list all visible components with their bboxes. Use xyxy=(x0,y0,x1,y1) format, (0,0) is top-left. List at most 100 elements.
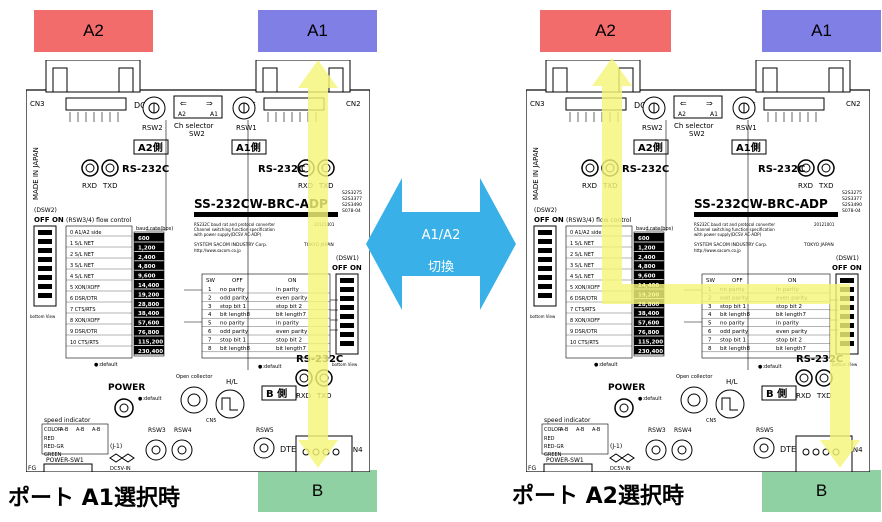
ds-header-off: OFF xyxy=(232,278,243,284)
j1-label: (J-1) xyxy=(110,443,122,450)
rsw4-rotary xyxy=(171,439,193,461)
svg-text:A2: A2 xyxy=(678,111,686,118)
si-header: A-B xyxy=(76,427,85,433)
date-code: 20121001 xyxy=(814,222,835,227)
b-side-label: B 側 xyxy=(266,387,287,400)
ds-row-on: in parity xyxy=(776,287,800,293)
flow-row: 0 A1/A2 side xyxy=(570,230,602,236)
si-header: A-B xyxy=(560,427,569,433)
baud-rate-value: 2,400 xyxy=(138,255,156,261)
svg-text:S2S3490: S2S3490 xyxy=(842,202,862,208)
flow-row: 4 S/L NET xyxy=(70,274,95,280)
ch-selector-name: SW2 xyxy=(689,130,705,138)
svg-text:⇐: ⇐ xyxy=(680,99,687,108)
txd-label-a2: TXD xyxy=(602,182,617,190)
si-header: COLOR xyxy=(44,427,62,433)
rsw4-label: RSW4 xyxy=(674,427,692,434)
flow-row: 10 CTS/RTS xyxy=(570,340,599,346)
baud-rate-value: 2,400 xyxy=(638,255,656,261)
cn3-label: CN3 xyxy=(30,100,45,108)
hl-label: H/L xyxy=(226,378,238,386)
ds-row-sw: 3 xyxy=(208,304,212,310)
power-led xyxy=(114,398,134,418)
rsw5-label: RSW5 xyxy=(756,427,774,434)
txd-label-a1: TXD xyxy=(318,182,333,190)
ds-row-sw: 1 xyxy=(208,287,212,293)
company-url: http://www.sacom.co.jp xyxy=(194,248,241,253)
default-mark-2: ●:default xyxy=(258,364,282,370)
ds-row-on: stop bit 2 xyxy=(276,304,302,310)
si-header: A-B xyxy=(576,427,585,433)
ds-row-sw: 7 xyxy=(708,337,712,343)
ds-row-on: bit length7 xyxy=(776,346,806,352)
dc-jack xyxy=(109,453,135,463)
made-in-japan: MADE IN JAPAN xyxy=(532,147,540,200)
part-codes: S2S3275 S2S3377 S2S3490 S078-04 xyxy=(342,190,362,214)
flow-table-title: (RSW3/4) flow control xyxy=(66,217,132,224)
port-b-label-left: B xyxy=(258,470,377,512)
ds-header-on: ON xyxy=(288,278,296,284)
rsw2-rotary xyxy=(642,96,666,120)
date-code: 20121001 xyxy=(314,222,335,227)
cn4-connector xyxy=(295,435,353,473)
subtitle-line-3: with power supply(DCSV AC-ADP) xyxy=(194,232,262,237)
rxd-label-b: RXD xyxy=(296,392,311,400)
open-collector-label: Open collector xyxy=(676,374,713,380)
ds-header-on: ON xyxy=(788,278,796,284)
ds-row-off: stop bit 1 xyxy=(220,337,246,343)
svg-text:S078-04: S078-04 xyxy=(842,208,861,214)
rsw3-label: RSW3 xyxy=(648,427,666,434)
cn2-connector xyxy=(755,59,851,93)
ds-row-off: odd parity xyxy=(720,295,749,301)
svg-text:A1: A1 xyxy=(710,111,718,118)
dsw1-dip-switch xyxy=(335,273,359,355)
dce-label-left: DCE xyxy=(134,101,151,110)
dsw2-label: (DSW2) xyxy=(534,207,557,214)
ch-selector-title: Ch selector xyxy=(674,122,714,130)
default-mark-3: ●:default xyxy=(638,396,662,402)
ds-row-off: no parity xyxy=(720,287,745,293)
power-switch xyxy=(43,463,93,473)
ds-row-off: no parity xyxy=(720,321,745,327)
si-header: A-B xyxy=(60,427,69,433)
b-side-label: B 側 xyxy=(766,387,787,400)
ds-header-off: OFF xyxy=(732,278,743,284)
switch-label-line2: 切換 xyxy=(427,260,454,275)
svg-text:⇐: ⇐ xyxy=(180,99,187,108)
a1-side-label: A1側 xyxy=(736,141,761,154)
ds-row-sw: 8 xyxy=(708,346,712,352)
baud-rate-table: 6001,2002,4004,8009,60014,40019,20028,80… xyxy=(633,231,665,357)
baud-rate-value: 28,800 xyxy=(638,302,659,308)
dsw1-offon: OFF ON xyxy=(832,264,862,272)
si-header: COLOR xyxy=(544,427,562,433)
flow-row: 5 XON/XOFF xyxy=(570,285,600,291)
rs232c-label-a2: RS-232C xyxy=(122,164,169,175)
rsw2-label: RSW2 xyxy=(142,124,163,132)
baud-rate-value: 1,200 xyxy=(638,245,656,251)
ds-row-sw: 4 xyxy=(708,312,712,318)
baud-rate-value: 38,400 xyxy=(138,311,159,317)
baud-rate-value: 76,800 xyxy=(638,330,659,336)
ds-row-off: bit length8 xyxy=(720,346,750,352)
baud-rate-value: 19,200 xyxy=(638,292,659,298)
flow-row: 5 XON/XOFF xyxy=(70,285,100,291)
rsw1-rotary xyxy=(732,96,756,120)
ds-row-on: even parity xyxy=(776,329,808,335)
baud-rate-value: 230,400 xyxy=(138,349,163,355)
flow-row: 3 S/L NET xyxy=(70,263,95,269)
a1-side-label: A1側 xyxy=(236,141,261,154)
caption-a1-selected: ポート A1選択時 xyxy=(8,486,180,511)
dsw2-offon: OFF ON xyxy=(34,216,64,224)
flow-row: 0 A1/A2 side xyxy=(70,230,102,236)
ds-row-sw: 4 xyxy=(208,312,212,318)
ch-selector-switch: ⇐⇒ A2 A1 xyxy=(673,95,723,119)
si-row: RED xyxy=(44,436,55,442)
si-row: RED-GR xyxy=(44,444,64,450)
baud-rate-value: 14,400 xyxy=(138,283,159,289)
power-label: POWER xyxy=(108,383,145,393)
ds-row-sw: 1 xyxy=(708,287,712,293)
